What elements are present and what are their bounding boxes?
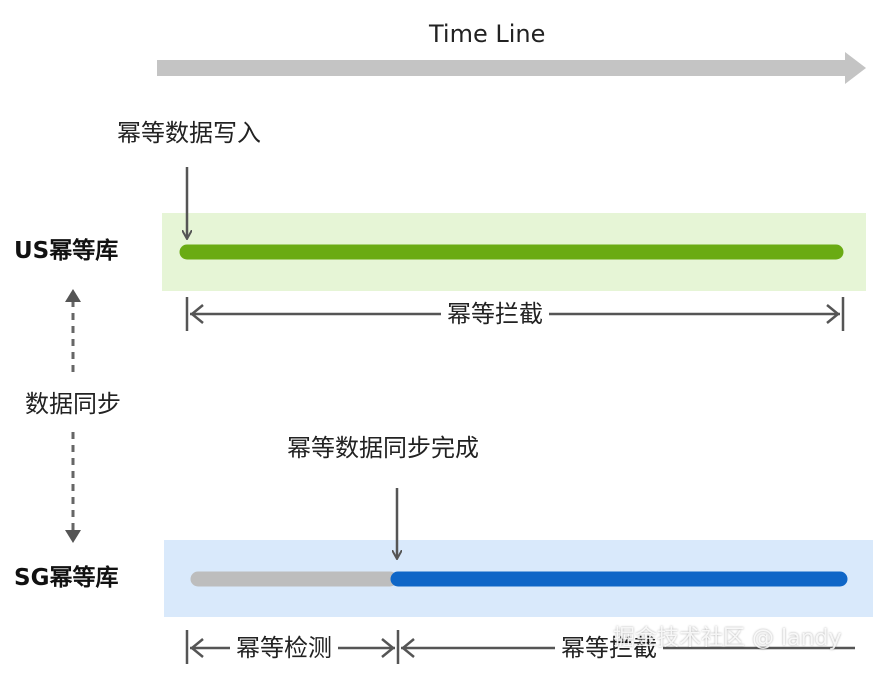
sg-span-detect-label: 幂等检测 <box>230 636 338 660</box>
sync-arrow-up <box>65 289 81 378</box>
sg-db-label: SG幂等库 <box>14 565 119 591</box>
us-db-label: US幂等库 <box>14 238 119 264</box>
us-span-label: 幂等拦截 <box>441 302 549 326</box>
watermark: 掘金技术社区 @ landy <box>613 626 842 651</box>
sg-event-label: 幂等数据同步完成 <box>287 434 479 462</box>
sync-arrow-down <box>65 432 81 543</box>
us-event-label: 幂等数据写入 <box>117 119 261 147</box>
sync-label: 数据同步 <box>25 390 121 418</box>
sg-span-block-label: 幂等拦截 <box>555 636 663 660</box>
timeline-arrow <box>157 52 866 84</box>
timeline-label: Time Line <box>429 20 546 48</box>
